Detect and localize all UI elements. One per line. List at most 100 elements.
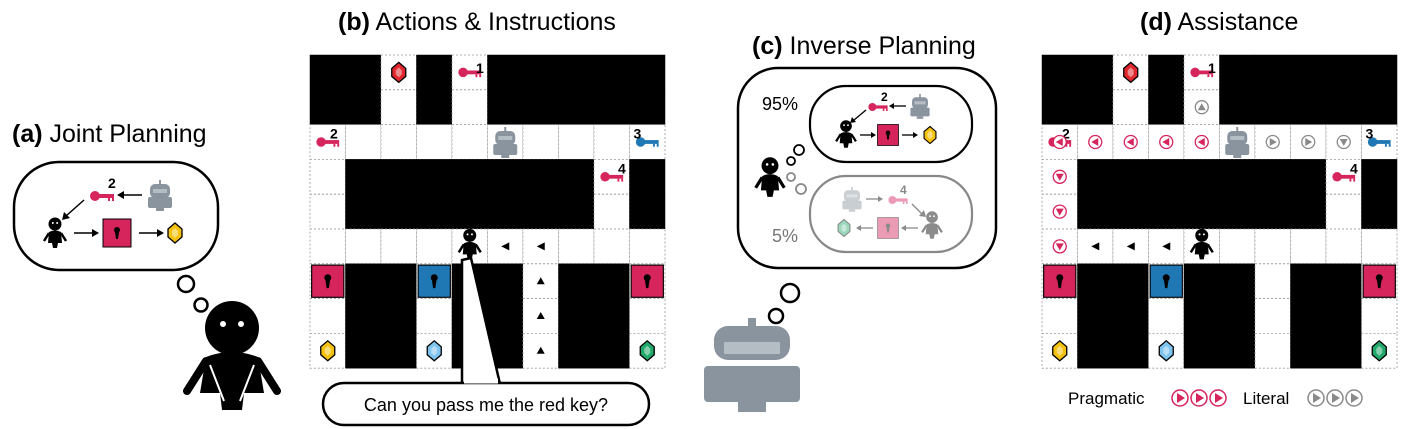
wall-cell	[1077, 193, 1114, 230]
wall-cell	[1112, 298, 1149, 334]
key-number: 4	[1350, 160, 1358, 176]
wall-cell	[1077, 54, 1114, 91]
floor-cell	[451, 124, 488, 160]
key-number: 2	[881, 90, 888, 104]
literal-step-icon	[1336, 134, 1351, 150]
wall-cell	[522, 193, 559, 230]
panel-b-title: (b) Actions & Instructions	[338, 8, 616, 36]
blue-door-icon	[1149, 264, 1183, 298]
wall-cell	[1112, 193, 1149, 230]
wall-cell	[309, 54, 346, 91]
wall-cell	[487, 159, 524, 195]
floor-cell	[416, 228, 453, 265]
wall-cell	[416, 159, 453, 195]
wall-cell	[522, 89, 559, 125]
wall-cell	[416, 54, 453, 91]
wall-cell	[522, 159, 559, 195]
wall-cell	[1112, 263, 1149, 299]
wall-cell	[380, 298, 417, 334]
pragmatic-step-icon	[1194, 134, 1209, 150]
key-number: 1	[1208, 60, 1216, 76]
wall-cell	[1290, 54, 1327, 91]
wall-cell	[1290, 159, 1327, 195]
wall-cell	[1112, 333, 1149, 369]
wall-cell	[558, 298, 595, 334]
door-icon	[102, 218, 132, 248]
wall-cell	[1148, 89, 1185, 125]
floor-cell	[1041, 332, 1078, 369]
red-door-icon	[311, 264, 345, 298]
pragmatic-step-icon	[1052, 204, 1067, 219]
floor-cell	[1325, 193, 1362, 230]
key-number: 3	[634, 126, 642, 142]
wall-cell	[1219, 298, 1256, 334]
wall-cell	[1325, 298, 1362, 334]
floor-cell	[380, 89, 417, 126]
panel-c-title: (c) Inverse Planning	[752, 32, 976, 60]
wall-cell	[487, 54, 524, 91]
floor-cell	[629, 228, 666, 265]
wall-cell	[1361, 54, 1398, 91]
legend-marker-icon	[1326, 389, 1344, 407]
panel-a: 2	[12, 160, 281, 410]
wall-cell	[380, 159, 417, 195]
wall-cell	[451, 159, 488, 195]
wall-cell	[416, 193, 453, 230]
wall-cell	[593, 89, 630, 125]
goal-1-bubble	[808, 84, 974, 164]
goal-2-prob: 5%	[772, 226, 798, 246]
key-number: 2	[1062, 126, 1070, 142]
legend-marker-icon	[1190, 389, 1208, 407]
wall-cell	[558, 333, 595, 369]
wall-cell	[1041, 89, 1078, 125]
wall-cell	[1254, 159, 1291, 195]
goal-2-content	[837, 187, 944, 240]
wall-cell	[1325, 54, 1362, 91]
legend-marker-icon	[1209, 389, 1227, 407]
floor-cell	[309, 158, 346, 195]
wall-cell	[345, 89, 382, 125]
wall-cell	[487, 298, 524, 334]
panel-b-speech: Can you pass me the red key?	[321, 256, 651, 427]
floor-cell	[380, 124, 417, 160]
wall-cell	[593, 298, 630, 334]
pragmatic-step-icon	[1159, 134, 1174, 150]
wall-cell	[345, 159, 382, 195]
floor-cell	[345, 228, 382, 265]
literal-step-icon	[1265, 134, 1280, 150]
wall-cell	[1290, 263, 1327, 299]
wall-cell	[1290, 333, 1327, 369]
pragmatic-step-icon	[1123, 134, 1138, 150]
wall-cell	[1183, 333, 1220, 369]
wall-cell	[1219, 89, 1256, 125]
wall-cell	[558, 89, 595, 125]
goal-1-prob: 95%	[762, 94, 798, 114]
floor-cell	[1148, 298, 1185, 334]
floor-cell	[1041, 298, 1078, 334]
wall-cell	[1077, 89, 1114, 125]
wall-cell	[309, 89, 346, 125]
floor-cell	[345, 124, 382, 160]
wall-cell	[629, 193, 666, 230]
wall-cell	[558, 54, 595, 91]
wall-cell	[1325, 333, 1362, 369]
wall-cell	[1077, 263, 1114, 299]
floor-cell	[309, 193, 346, 230]
wall-cell	[1041, 54, 1078, 91]
wall-cell	[487, 263, 524, 299]
wall-cell	[1325, 263, 1362, 299]
floor-cell	[522, 124, 559, 160]
wall-cell	[1290, 298, 1327, 334]
floor-cell	[593, 124, 630, 160]
pragmatic-step-icon	[1052, 134, 1067, 150]
floor-cell	[1361, 298, 1398, 334]
wall-cell	[1183, 263, 1220, 299]
floor-cell	[309, 298, 346, 334]
floor-cell	[1254, 228, 1291, 265]
wall-cell	[593, 333, 630, 369]
floor-cell	[558, 124, 595, 160]
wall-cell	[345, 333, 382, 369]
